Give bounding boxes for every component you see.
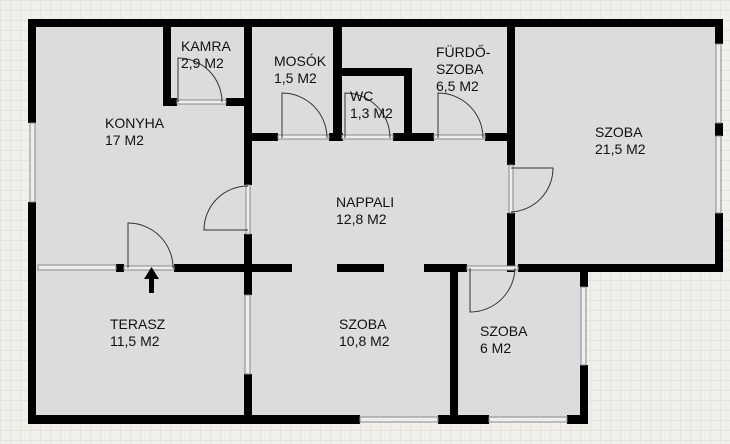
wall: [244, 19, 252, 185]
room-name: SZOBA: [436, 61, 484, 77]
room-name: FÜRDŐ-: [436, 44, 491, 60]
window: [715, 135, 722, 214]
wall: [226, 98, 252, 106]
wall: [485, 133, 515, 141]
wall: [518, 264, 723, 272]
door-threshold: [277, 134, 330, 140]
room-area: 6 M2: [480, 340, 512, 356]
room-name: TERASZ: [110, 316, 166, 332]
door-szoba-large: [510, 167, 554, 213]
window: [359, 416, 439, 423]
door-kamra: [177, 57, 223, 103]
door-threshold: [508, 164, 514, 214]
wall: [174, 264, 292, 272]
wall: [333, 19, 342, 141]
wall: [507, 19, 515, 165]
window: [715, 43, 722, 124]
wall: [715, 123, 723, 136]
room-area: 12,8 M2: [336, 211, 387, 227]
windows: [29, 43, 722, 423]
door-terasz: [127, 222, 174, 269]
wall: [28, 202, 36, 268]
room-name: KAMRA: [181, 38, 231, 54]
room-area: 6,5 M2: [436, 78, 479, 94]
wall: [438, 415, 489, 424]
window: [29, 122, 36, 203]
door-threshold: [466, 265, 519, 271]
room-name: SZOBA: [480, 323, 528, 339]
window: [37, 264, 117, 271]
door-wc: [344, 92, 391, 139]
wall: [424, 264, 467, 272]
wall: [404, 68, 412, 141]
room-area: 2,9 M2: [181, 55, 224, 71]
wall: [393, 133, 434, 141]
window: [580, 286, 587, 366]
room-area: 17 M2: [105, 132, 144, 148]
wall: [507, 213, 515, 272]
wall: [580, 264, 588, 287]
doors: [127, 57, 554, 313]
window: [488, 416, 568, 423]
door-szoba-small: [469, 267, 516, 313]
wall: [450, 264, 458, 424]
room-name: KONYHA: [105, 115, 165, 131]
wall: [28, 264, 36, 424]
door-furdo: [437, 92, 484, 139]
wall: [163, 98, 177, 106]
room-area: 21,5 M2: [595, 141, 646, 157]
room-name: NAPPALI: [336, 194, 395, 210]
room-area: 10,8 M2: [339, 333, 390, 349]
door-mosok: [281, 92, 328, 139]
wall: [333, 68, 412, 76]
wall: [715, 213, 723, 272]
door-threshold: [341, 134, 394, 140]
room-name: SZOBA: [595, 124, 643, 140]
walls: [28, 19, 723, 424]
room-area: 1,5 M2: [274, 70, 317, 86]
lower-floor: [32, 268, 584, 418]
room-name: SZOBA: [339, 316, 387, 332]
wall: [116, 264, 124, 272]
wall: [28, 19, 723, 27]
wall: [244, 133, 278, 141]
wall: [567, 415, 588, 424]
wall: [28, 415, 360, 424]
door-threshold: [245, 184, 251, 235]
door-threshold: [433, 134, 486, 140]
room-name: WC: [350, 88, 374, 104]
door-threshold: [176, 99, 227, 105]
wall: [163, 19, 171, 106]
entrance-arrow-icon: [144, 267, 159, 293]
wall: [337, 264, 384, 272]
wall: [244, 374, 252, 419]
door-threshold: [123, 265, 175, 271]
window: [244, 294, 251, 375]
door-konyha: [203, 185, 249, 231]
wall: [715, 19, 723, 44]
room-area: 11,5 M2: [110, 333, 160, 349]
wall: [28, 19, 36, 123]
room-area: 1,3 M2: [350, 105, 393, 121]
room-name: MOSÓK: [274, 53, 327, 69]
wall: [580, 365, 588, 424]
